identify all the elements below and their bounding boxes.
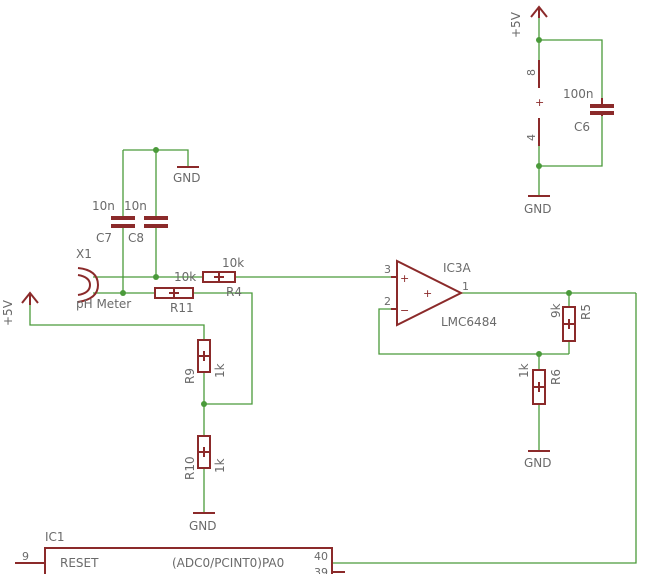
vcc-symbol-top: +5V <box>509 5 548 38</box>
ic1-pin-39: 39 <box>314 566 328 574</box>
r11-name: R11 <box>170 301 194 315</box>
opamp-pin-plus: 3 <box>384 263 391 276</box>
r6-value: 1k <box>517 363 531 378</box>
ic1-pin-40: 40 <box>314 550 328 563</box>
resistor-r9: R9 1k <box>183 339 227 384</box>
junctions <box>120 37 572 407</box>
ic3-power-sign: + <box>535 96 544 109</box>
r9-name: R9 <box>183 368 197 384</box>
opamp-minus-sign: − <box>400 304 409 317</box>
gnd-label-r6: GND <box>524 456 552 470</box>
c8-value: 10n <box>124 199 147 213</box>
vcc-label-left: +5V <box>1 299 15 326</box>
r9-value: 1k <box>213 363 227 378</box>
r5-value: 9k <box>549 303 563 318</box>
ic1-microcontroller: IC1 9 RESET (ADC0/PCINT0)PA0 40 39 <box>15 530 345 574</box>
ic3-pin-top: 8 <box>525 69 538 76</box>
x1-value: pH Meter <box>76 297 131 311</box>
x1-name: X1 <box>76 247 92 261</box>
capacitor-c8: 10n C8 <box>124 199 168 245</box>
r11-value: 10k <box>174 270 196 284</box>
vcc-label-top: +5V <box>509 11 523 38</box>
gnd-symbol-r6: GND <box>524 450 552 470</box>
r5-name: R5 <box>579 304 593 320</box>
gnd-symbol-c7c8: GND <box>173 166 201 185</box>
ic3-power-pins: 8 4 + <box>525 60 544 146</box>
resistor-r4: 10k R4 <box>202 256 244 299</box>
ic1-pin-pa0: (ADC0/PCINT0)PA0 <box>172 556 284 570</box>
c7-value: 10n <box>92 199 115 213</box>
capacitor-c7: 10n C7 <box>92 199 135 245</box>
gnd-symbol-r10: GND <box>189 512 217 533</box>
ic1-pin-reset: RESET <box>60 556 99 570</box>
opamp-pin-out: 1 <box>462 280 469 293</box>
opamp-pin-minus: 2 <box>384 295 391 308</box>
resistor-r5: 9k R5 <box>549 303 593 342</box>
r10-name: R10 <box>183 456 197 480</box>
opamp-center-sign: + <box>423 287 432 300</box>
c8-name: C8 <box>128 231 144 245</box>
ic1-pin-reset-number: 9 <box>22 550 29 563</box>
vcc-symbol-left: +5V <box>1 291 39 326</box>
c7-name: C7 <box>96 231 112 245</box>
opamp-plus-sign: + <box>400 272 409 285</box>
c6-name: C6 <box>574 120 590 134</box>
opamp-ic3a: + − + 3 2 1 IC3A LMC6484 <box>384 259 497 329</box>
wires <box>29 18 637 564</box>
gnd-label-c6: GND <box>524 202 552 216</box>
r10-value: 1k <box>213 458 227 473</box>
connector-x1: X1 pH Meter <box>76 247 131 311</box>
resistor-r6: 1k R6 <box>517 363 563 405</box>
ic3a-name: IC3A <box>443 261 472 275</box>
ic3a-value: LMC6484 <box>441 315 497 329</box>
gnd-label-r10: GND <box>189 519 217 533</box>
capacitor-c6: 100n C6 <box>563 87 614 134</box>
c6-value: 100n <box>563 87 594 101</box>
ic3-pin-bottom: 4 <box>525 134 538 141</box>
resistor-r11: 10k R11 <box>154 270 196 315</box>
ic1-name: IC1 <box>45 530 65 544</box>
r4-name: R4 <box>226 285 242 299</box>
gnd-label-c7c8: GND <box>173 171 201 185</box>
resistor-r10: R10 1k <box>183 435 227 480</box>
r6-name: R6 <box>549 369 563 385</box>
gnd-symbol-c6: GND <box>524 195 552 216</box>
r4-value: 10k <box>222 256 244 270</box>
